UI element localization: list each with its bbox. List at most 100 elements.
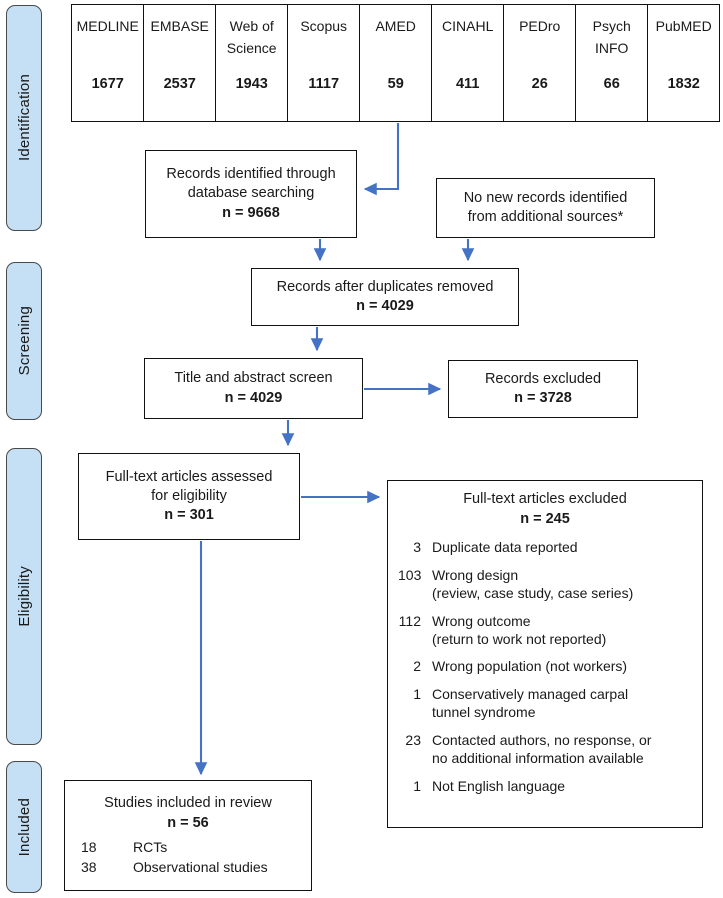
exclusion-reason-count: 1 xyxy=(413,685,421,702)
exclusion-reason-count: 112 xyxy=(398,612,421,629)
exclusion-reason-row: 23 Contacted authors, no response, or no… xyxy=(398,731,692,768)
studies-included-count: n = 56 xyxy=(167,814,209,831)
arrow-databases-to-records-identified xyxy=(363,123,400,196)
fulltext-assessed-count: n = 301 xyxy=(164,507,214,524)
stage-label-included: Included xyxy=(15,797,33,857)
additional-sources-line1: No new records identified xyxy=(463,189,628,206)
exclusion-reason-text: Wrong outcome (return to work not report… xyxy=(432,612,692,649)
exclusion-reason-main: Wrong population (not workers) xyxy=(432,658,628,675)
database-cell-pubmed: PubMED 1832 xyxy=(647,4,721,122)
stage-label-screening: Screening xyxy=(15,306,33,376)
database-cell-embase: EMBASE 2537 xyxy=(143,4,217,122)
exclusion-reason-row: 112 Wrong outcome (return to work not re… xyxy=(398,612,692,649)
exclusion-reason-count: 23 xyxy=(405,731,421,748)
exclusion-reason-main: Not English language xyxy=(432,777,566,794)
records-identified-line2: database searching xyxy=(187,185,315,202)
database-name: Psych INFO xyxy=(592,18,631,56)
fulltext-assessed-line1: Full-text articles assessed xyxy=(105,468,273,485)
database-count: 1832 xyxy=(667,76,700,92)
studies-breakdown-list: 18 RCTs 38 Observational studies xyxy=(77,837,299,878)
exclusion-reason-count: 2 xyxy=(413,658,421,675)
stage-rail-eligibility: Eligibility xyxy=(6,448,42,745)
stage-rail-identification: Identification xyxy=(6,5,42,231)
duplicates-removed-line1: Records after duplicates removed xyxy=(276,278,494,295)
exclusion-reason-text: Contacted authors, no response, or no ad… xyxy=(432,731,692,768)
database-cell-amed: AMED 59 xyxy=(359,4,433,122)
exclusion-reason-main: Conservatively managed carpal xyxy=(432,685,629,702)
box-fulltext-excluded: Full-text articles excluded n = 245 3 Du… xyxy=(387,480,703,828)
exclusion-reason-count: 103 xyxy=(398,566,422,583)
fulltext-assessed-line2: for eligibility xyxy=(151,487,227,504)
exclusion-reason-text: Wrong population (not workers) xyxy=(432,657,692,675)
records-identified-count: n = 9668 xyxy=(222,204,280,221)
exclusion-reason-text: Not English language xyxy=(432,777,692,795)
database-count: 59 xyxy=(387,76,404,92)
database-cell-psych-info: Psych INFO 66 xyxy=(575,4,649,122)
exclusion-reason-row: 103 Wrong design (review, case study, ca… xyxy=(398,566,692,603)
database-name: Web of Science xyxy=(226,18,277,56)
box-records-excluded: Records excluded n = 3728 xyxy=(448,360,638,418)
exclusion-reason-text: Conservatively managed carpal tunnel syn… xyxy=(432,685,692,722)
database-count: 26 xyxy=(531,76,548,92)
database-name: PEDro xyxy=(519,18,561,34)
exclusion-reason-row: 2 Wrong population (not workers) xyxy=(398,657,692,675)
studies-included-heading: Studies included in review xyxy=(104,795,272,811)
exclusion-reason-main: Wrong design xyxy=(432,566,519,583)
records-identified-line1: Records identified through xyxy=(166,166,336,183)
exclusion-reason-text: Wrong design (review, case study, case s… xyxy=(432,566,692,603)
additional-sources-line2: from additional sources* xyxy=(467,209,624,225)
records-excluded-count: n = 3728 xyxy=(514,390,572,406)
stage-label-eligibility: Eligibility xyxy=(15,566,33,627)
database-count: 2537 xyxy=(163,76,196,92)
exclusion-reason-text: Duplicate data reported xyxy=(432,538,692,556)
database-cell-scopus: Scopus 1117 xyxy=(287,4,361,122)
fulltext-excluded-count: n = 245 xyxy=(520,510,570,527)
records-excluded-line1: Records excluded xyxy=(484,370,602,387)
database-cell-pedro: PEDro 26 xyxy=(503,4,577,122)
exclusion-reason-row: 1 Conservatively managed carpal tunnel s… xyxy=(398,685,692,722)
database-name: Scopus xyxy=(300,18,348,34)
studies-breakdown-row: 38 Observational studies xyxy=(77,857,299,877)
studies-included-header: Studies included in review n = 56 xyxy=(77,794,299,833)
exclusion-reason-sub: no additional information available xyxy=(432,750,644,767)
database-count: 411 xyxy=(455,76,480,92)
exclusion-reason-main: Duplicate data reported xyxy=(432,539,578,556)
box-duplicates-removed: Records after duplicates removed n = 402… xyxy=(251,268,519,326)
exclusion-reason-main: Contacted authors, no response, or xyxy=(432,731,652,748)
database-count: 1117 xyxy=(308,76,340,92)
database-count: 66 xyxy=(603,76,620,92)
database-count: 1677 xyxy=(91,76,124,92)
stage-label-identification: Identification xyxy=(15,74,33,162)
database-name: EMBASE xyxy=(150,18,209,34)
exclusion-reason-list: 3 Duplicate data reported 103 Wrong desi… xyxy=(398,538,692,795)
fulltext-excluded-heading: Full-text articles excluded xyxy=(463,491,627,507)
duplicates-removed-count: n = 4029 xyxy=(356,298,414,314)
box-fulltext-assessed: Full-text articles assessed for eligibil… xyxy=(78,453,300,540)
exclusion-reason-sub: tunnel syndrome xyxy=(432,704,536,721)
box-title-abstract-screen: Title and abstract screen n = 4029 xyxy=(144,358,363,419)
database-name: PubMED xyxy=(655,18,712,34)
title-abstract-count: n = 4029 xyxy=(224,389,283,406)
database-name: AMED xyxy=(375,18,416,34)
studies-breakdown-label: RCTs xyxy=(133,839,168,856)
exclusion-reason-count: 1 xyxy=(413,777,421,794)
stage-rail-included: Included xyxy=(6,761,42,893)
database-cell-web-of-science: Web of Science 1943 xyxy=(215,4,289,122)
database-cell-cinahl: CINAHL 411 xyxy=(431,4,505,122)
exclusion-reason-row: 1 Not English language xyxy=(398,777,692,795)
database-name: CINAHL xyxy=(442,18,494,34)
studies-breakdown-count: 38 xyxy=(81,859,97,876)
database-count: 1943 xyxy=(235,76,268,92)
exclusion-reason-sub: (return to work not reported) xyxy=(432,631,607,647)
database-cell-medline: MEDLINE 1677 xyxy=(71,4,145,122)
exclusion-reason-count: 3 xyxy=(413,539,421,556)
fulltext-excluded-header: Full-text articles excluded n = 245 xyxy=(398,490,692,529)
box-records-identified: Records identified through database sear… xyxy=(145,150,357,238)
box-studies-included: Studies included in review n = 56 18 RCT… xyxy=(64,780,312,891)
studies-breakdown-row: 18 RCTs xyxy=(77,837,299,857)
studies-breakdown-label: Observational studies xyxy=(133,859,268,876)
database-source-strip: MEDLINE 1677 EMBASE 2537 Web of Science … xyxy=(71,4,721,122)
box-additional-sources: No new records identified from additiona… xyxy=(436,178,655,238)
exclusion-reason-row: 3 Duplicate data reported xyxy=(398,538,692,556)
